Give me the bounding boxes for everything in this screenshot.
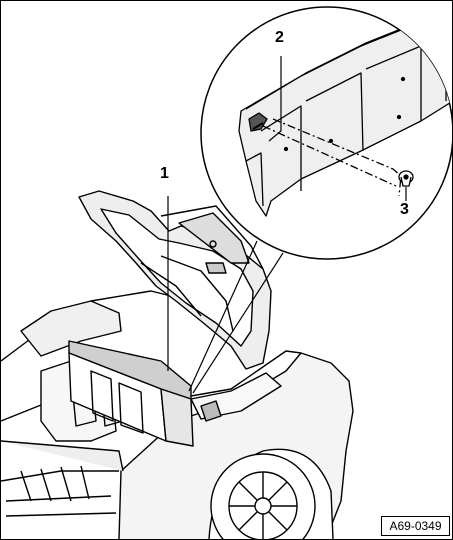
left-sill (1, 470, 119, 482)
lid-hinge (205, 262, 227, 274)
panel-rib-1 (260, 105, 302, 191)
panel-top-edge (245, 20, 422, 110)
floor-ribs (5, 465, 117, 517)
magnify-wedge-left (188, 240, 258, 392)
callout-2: 2 (275, 29, 284, 46)
arrow (252, 122, 264, 130)
leader-2 (268, 56, 282, 142)
magnify-wedge-right (192, 252, 284, 394)
wheel-spokes (229, 472, 297, 539)
bulkhead-side (160, 388, 194, 447)
clip-mount (248, 112, 268, 132)
floor-panel (1, 440, 124, 472)
guide-line (262, 118, 402, 197)
bulkhead-openings (90, 370, 144, 434)
panel-rib-2 (305, 72, 364, 152)
rear-wheel-hub (254, 497, 272, 515)
callout-1: 1 (160, 165, 169, 182)
callout-3: 3 (400, 201, 409, 218)
figure-reference-code: A69-0349 (381, 516, 450, 536)
car-body (1, 190, 354, 539)
partition-panel (238, 20, 452, 217)
trunk-detail (200, 400, 222, 422)
parcel-shelf (178, 212, 250, 264)
clip-part (398, 170, 414, 187)
boot-lid-rib (160, 255, 234, 332)
boot-lid-rib-2 (140, 262, 202, 317)
detail-view (200, 6, 452, 260)
panel-flange (245, 152, 264, 207)
front-bulkhead (20, 300, 122, 357)
lock-hole (209, 240, 217, 248)
rear-window-frame (160, 205, 264, 270)
leader-lines (167, 56, 407, 394)
